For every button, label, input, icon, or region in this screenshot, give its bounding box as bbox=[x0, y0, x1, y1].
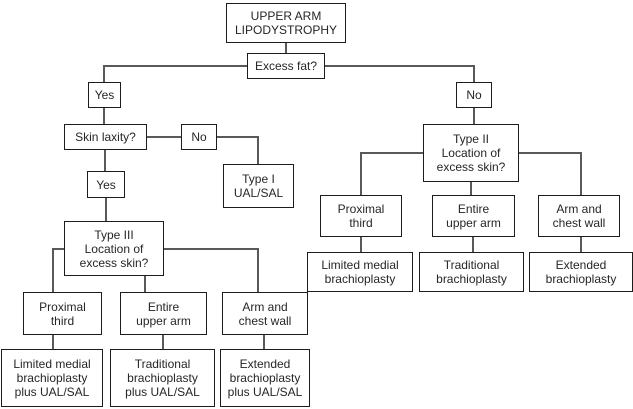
node-root-upper-arm-lipodystrophy: UPPER ARM LIPODYSTROPHY bbox=[226, 3, 346, 43]
node-fat-no: No bbox=[456, 82, 492, 108]
edge-type3-proximal bbox=[52, 248, 64, 292]
node-extended-brachioplasty-plus-ual-sal: Extended brachioplasty plus UAL/SAL bbox=[220, 349, 310, 407]
node-type2-entire-upper-arm: Entire upper arm bbox=[432, 195, 515, 237]
node-fat-yes: Yes bbox=[88, 82, 121, 108]
edge-excess-fat-yes bbox=[103, 65, 247, 82]
node-type2-proximal-third: Proximal third bbox=[320, 195, 402, 237]
node-type2-location-question: Type II Location of excess skin? bbox=[423, 124, 519, 182]
node-type2-arm-and-chest-wall: Arm and chest wall bbox=[538, 195, 620, 237]
node-type3-location-question: Type III Location of excess skin? bbox=[64, 221, 164, 276]
node-excess-fat-question: Excess fat? bbox=[247, 53, 325, 79]
node-type3-entire-upper-arm: Entire upper arm bbox=[120, 292, 207, 335]
node-skin-laxity-question: Skin laxity? bbox=[64, 124, 147, 150]
node-traditional-brachioplasty-plus-ual-sal: Traditional brachioplasty plus UAL/SAL bbox=[110, 349, 215, 407]
node-laxity-yes: Yes bbox=[87, 171, 125, 198]
node-type3-arm-and-chest-wall: Arm and chest wall bbox=[222, 292, 308, 335]
node-limited-medial-brachioplasty: Limited medial brachioplasty bbox=[307, 252, 413, 292]
edge-type2-proximal bbox=[360, 152, 423, 195]
node-limited-medial-brachioplasty-plus-ual-sal: Limited medial brachioplasty plus UAL/SA… bbox=[1, 349, 103, 407]
edge-type3-armchest bbox=[164, 248, 259, 292]
node-laxity-no: No bbox=[181, 124, 217, 150]
edge-type2-armchest bbox=[519, 152, 582, 195]
node-type1-ual-sal: Type I UAL/SAL bbox=[223, 164, 294, 208]
edge-excess-fat-no bbox=[325, 65, 475, 82]
edge-no-type1 bbox=[217, 136, 259, 164]
node-traditional-brachioplasty: Traditional brachioplasty bbox=[419, 252, 524, 292]
node-extended-brachioplasty: Extended brachioplasty bbox=[529, 252, 633, 292]
node-type3-proximal-third: Proximal third bbox=[23, 292, 102, 335]
